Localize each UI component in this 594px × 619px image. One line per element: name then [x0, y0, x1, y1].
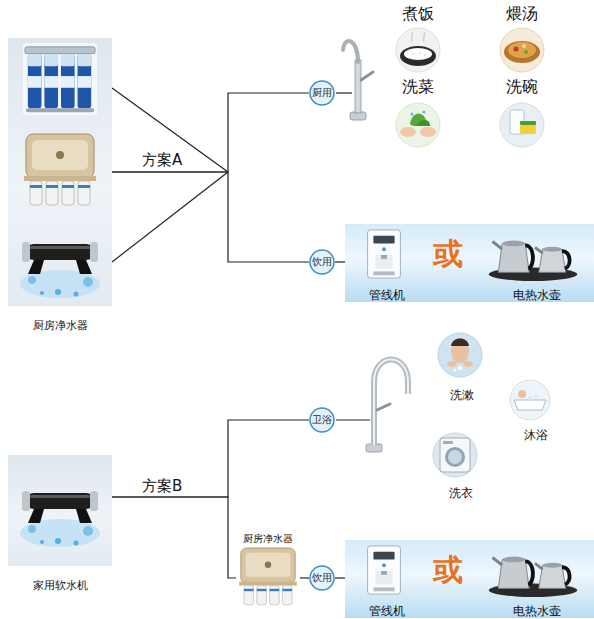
use-label: 煨汤 [506, 4, 538, 23]
pipe-machine [368, 546, 401, 594]
product-panel: 厨房净水器 [8, 38, 112, 330]
connector-line [112, 172, 309, 262]
circle-label: 饮用 [312, 256, 332, 268]
panel-caption: 厨房净水器 [33, 319, 88, 332]
use-label: 煮饭 [402, 4, 434, 23]
appliance-label: 管线机 [369, 604, 405, 618]
use-label: 洗菜 [402, 77, 434, 96]
bath-faucet [366, 360, 408, 453]
use-label: 洗漱 [450, 388, 474, 402]
circle-label: 饮用 [312, 572, 332, 584]
circle-outline [310, 566, 334, 590]
kettle [489, 241, 578, 281]
use-circle: 饮用 [309, 249, 335, 275]
connector-line [335, 261, 345, 262]
use-label: 洗衣 [449, 486, 473, 500]
appliance-label: 管线机 [369, 288, 405, 302]
purifier-node: 厨房净水器 [236, 527, 300, 613]
connector-line [112, 93, 309, 172]
use-label: 沐浴 [524, 428, 548, 442]
node-picture [8, 38, 112, 306]
bath-icon [510, 380, 550, 420]
use-circle: 饮用 [309, 565, 335, 591]
use-label: 洗碗 [506, 77, 538, 96]
plan-label: 方案B [140, 477, 184, 495]
circle-outline [310, 81, 334, 105]
kitchen-faucet [343, 41, 373, 120]
connector-line [300, 577, 309, 578]
tube-filter [20, 491, 100, 547]
node-picture [8, 455, 112, 566]
appliance-band: 或管线机 电热水壶 [345, 540, 594, 618]
fan-lines [112, 88, 228, 262]
wash-icon [438, 333, 482, 377]
vegetable-icon [396, 103, 440, 147]
or-mark: 或 [433, 552, 463, 588]
plan-label: 方案A [140, 151, 184, 169]
circle-outline [310, 408, 334, 432]
purifier-caption: 厨房净水器 [243, 533, 293, 545]
soup-icon [500, 28, 544, 72]
circle-outline [310, 250, 334, 274]
connector-line [112, 497, 236, 578]
laundry-icon [433, 433, 477, 477]
box-filter [239, 548, 297, 605]
pipe-machine [368, 230, 401, 278]
kettle [489, 557, 578, 598]
or-mark: 或 [433, 236, 463, 272]
connector-line [112, 420, 309, 497]
appliance-label: 电热水壶 [513, 604, 561, 618]
tube-filter [20, 242, 100, 298]
appliance-label: 电热水壶 [513, 288, 561, 302]
circle-label: 厨用 [312, 87, 332, 99]
use-circle: 卫浴 [309, 407, 335, 433]
product-panel: 家用软水机 [8, 455, 112, 590]
rice-icon [396, 28, 440, 72]
connector-line [335, 577, 345, 578]
use-circle: 厨用 [309, 80, 335, 106]
box-filter [24, 134, 96, 205]
ro-filter [23, 43, 97, 115]
circle-label: 卫浴 [312, 414, 332, 426]
appliance-band: 或管线机 电热水壶 [345, 224, 594, 302]
dish-icon [500, 103, 544, 147]
panel-caption: 家用软水机 [33, 579, 88, 592]
